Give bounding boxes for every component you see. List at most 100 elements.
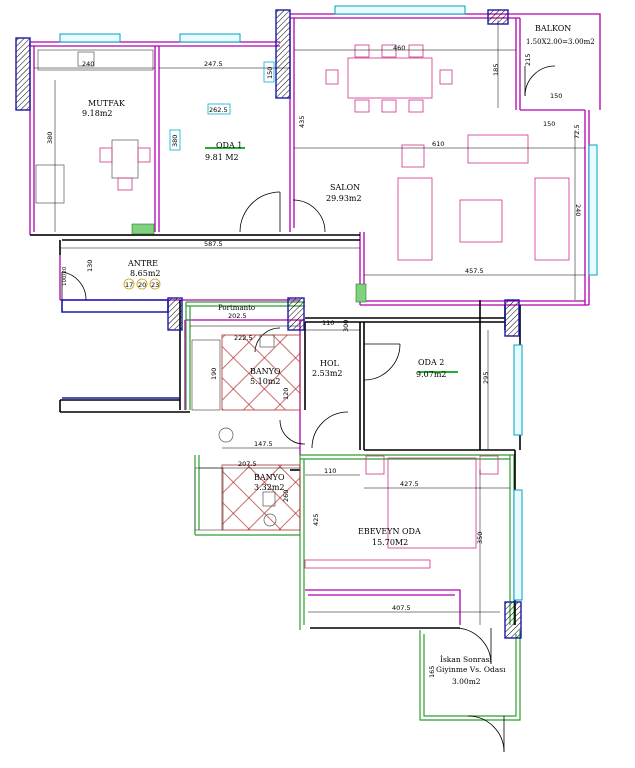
dim-150b: 150	[550, 92, 562, 100]
door-swing	[454, 627, 492, 665]
dim-295: 295	[482, 372, 490, 384]
sofa	[467, 134, 529, 164]
sofa	[397, 177, 433, 261]
room-area-banyo1: 5.10m2	[250, 377, 281, 386]
dim-4075: 407.5	[392, 604, 411, 612]
room-name-banyo2: BANYO	[254, 473, 285, 482]
door-swing	[311, 411, 349, 449]
dim-2625: 262.5	[209, 106, 228, 114]
room-area-banyo2: 3.32m2	[254, 483, 285, 492]
door-swing	[279, 419, 306, 445]
counter	[37, 49, 154, 71]
coffee-table	[459, 199, 503, 243]
dimension-labels: 240 247.5 150 262.5 380 380 435 460 185 …	[46, 44, 582, 678]
room-name-oda2: ODA 2	[418, 358, 444, 367]
room-area-ebeveyn: 15.70M2	[372, 538, 408, 547]
nightstand	[479, 455, 499, 475]
dim-460: 460	[393, 44, 405, 52]
room-name-banyo1: BANYO	[250, 367, 281, 376]
door-swing	[363, 343, 401, 381]
window	[179, 33, 241, 43]
dining-table	[347, 57, 433, 99]
room-name-salon: SALON	[330, 183, 360, 192]
door-swing	[239, 191, 281, 233]
dim-435: 435	[298, 116, 306, 128]
door-swing	[292, 199, 326, 233]
dim-350: 350	[476, 532, 484, 544]
door-swing	[524, 65, 556, 97]
room-name-oda1: ODA 1	[216, 141, 242, 150]
room-area-hol: 2.53m2	[312, 369, 343, 378]
fridge	[35, 164, 65, 204]
door-swing	[61, 271, 87, 301]
chair	[408, 44, 424, 58]
nightstand	[365, 455, 385, 475]
antre-tag: 20	[138, 281, 146, 289]
dim-lines	[34, 20, 585, 625]
dim-425: 425	[312, 514, 320, 526]
dim-215: 215	[524, 54, 532, 66]
dim-190: 190	[210, 368, 218, 380]
kitchen-table	[111, 139, 139, 179]
room-area-antre: 8.65m2	[130, 269, 161, 278]
room-name-antre: ANTRE	[127, 259, 158, 268]
room-name-giyinme-line2: Giyinme Vs. Odası	[436, 665, 506, 674]
dim-4275: 427.5	[400, 480, 419, 488]
bed	[387, 457, 477, 549]
sofa	[534, 177, 570, 261]
dim-725: 72.5	[573, 125, 581, 139]
dim-2025: 202.5	[228, 312, 247, 320]
fixtures	[35, 49, 277, 531]
room-area-balkon: 1.50X2.00=3.00m2	[526, 38, 595, 46]
dim-boxes	[169, 61, 275, 151]
dim-120: 120	[282, 388, 290, 400]
room-name-balkon: BALKON	[535, 24, 571, 33]
dim-240b: 240	[574, 204, 582, 216]
side-table	[401, 144, 425, 168]
dim-1475: 147.5	[254, 440, 273, 448]
window	[588, 144, 598, 276]
room-area-oda1: 9.81 M2	[205, 153, 239, 162]
kitchen-chairs	[99, 147, 151, 191]
dim-130: 130	[86, 260, 94, 272]
dim-150a: 150	[266, 67, 274, 79]
windows	[59, 5, 598, 601]
chair	[408, 99, 424, 113]
dim-240: 240	[82, 60, 94, 68]
chair	[354, 99, 370, 113]
dim-260: 260	[282, 490, 290, 502]
chair	[381, 99, 397, 113]
dim-2225: 222.5	[234, 334, 253, 342]
window	[334, 5, 466, 15]
antre-tags: 17 20 23	[123, 278, 161, 290]
doors	[61, 65, 556, 753]
chair	[439, 69, 453, 85]
dim-150c: 150	[543, 120, 555, 128]
dim-610: 610	[432, 140, 444, 148]
dim-2075: 207.5	[238, 460, 257, 468]
dim-185: 185	[492, 64, 500, 76]
room-area-oda2: 9.07m2	[416, 370, 447, 379]
dim-110b: 110	[324, 467, 336, 475]
room-area-salon: 29.93m2	[326, 194, 362, 203]
room-name-ebeveyn: EBEVEYN ODA	[358, 527, 421, 536]
radiators	[131, 223, 367, 303]
window	[59, 33, 121, 43]
column	[504, 299, 520, 337]
furniture	[304, 44, 570, 569]
toilet	[259, 334, 275, 348]
basin	[218, 427, 234, 443]
room-name-hol: HOL	[320, 359, 340, 368]
dim-165: 165	[428, 666, 436, 678]
dim-5875: 587.5	[204, 240, 223, 248]
chair	[381, 44, 397, 58]
dim-300: 300	[342, 320, 350, 332]
room-area-giyinme: 3.00m2	[452, 677, 481, 686]
chair	[354, 44, 370, 58]
chair	[325, 69, 339, 85]
room-area-mutfak: 9.18m2	[82, 109, 113, 118]
window	[513, 489, 523, 601]
door-swing	[467, 715, 505, 753]
room-name-mutfak: MUTFAK	[88, 99, 126, 108]
